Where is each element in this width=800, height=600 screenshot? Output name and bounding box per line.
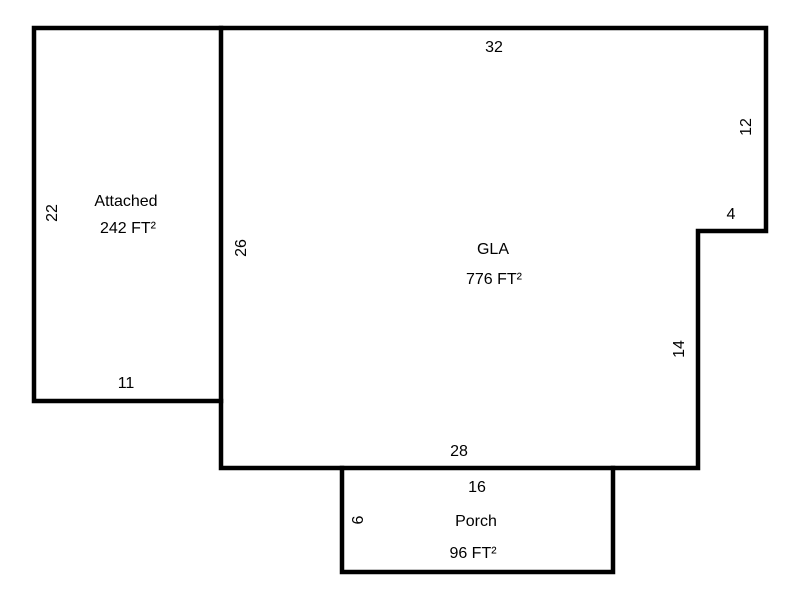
dimension-gla-top: 32 (485, 39, 503, 56)
dimension-attached-left: 22 (44, 204, 61, 222)
dimension-gla-left: 26 (233, 239, 250, 257)
dimension-gla-notch: 4 (727, 206, 736, 223)
dimension-gla-right-lower: 14 (671, 340, 688, 358)
dimension-porch-top: 16 (468, 479, 486, 496)
porch-room-name: Porch (455, 513, 497, 530)
dimension-gla-bottom: 28 (450, 443, 468, 460)
gla-outline (218, 25, 769, 471)
porch-room-area: 96 FT² (449, 545, 497, 562)
dimension-gla-right-upper: 12 (738, 118, 755, 136)
dimension-attached-bottom: 11 (118, 375, 135, 392)
gla-room-area: 776 FT² (466, 271, 523, 288)
attached-room-name: Attached (94, 193, 157, 210)
porch-outline (339, 465, 616, 575)
gla-room-name: GLA (477, 241, 509, 258)
dimension-porch-left: 6 (350, 515, 367, 524)
attached-room-area: 242 FT² (100, 220, 157, 237)
attached-outline (31, 25, 224, 404)
